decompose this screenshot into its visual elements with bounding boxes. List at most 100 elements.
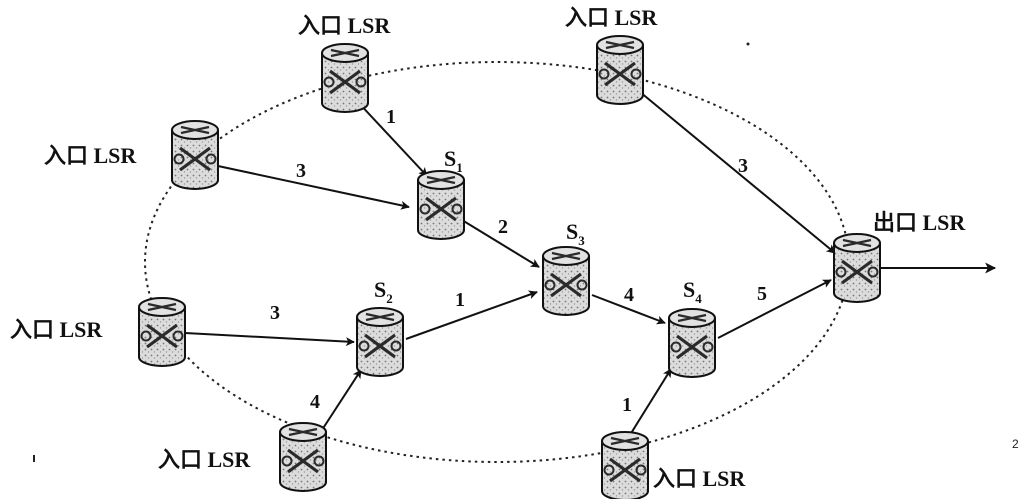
network-boundary bbox=[144, 61, 850, 463]
router-top-arrows-s4 bbox=[677, 313, 707, 323]
router-switch-symbol-s2 bbox=[364, 333, 396, 359]
switch-sub-s2: 2 bbox=[386, 291, 393, 306]
router-port-right-s1 bbox=[451, 203, 463, 215]
node-label-ingress-bottom-right: 入口 LSR bbox=[653, 466, 746, 491]
router-s1 bbox=[417, 170, 465, 240]
router-top-arrows-s2 bbox=[365, 312, 395, 322]
router-port-right-s2 bbox=[390, 340, 402, 352]
router-port-left-i6 bbox=[603, 464, 615, 476]
router-port-left-i2 bbox=[598, 68, 610, 80]
router-top-arrows-s1 bbox=[426, 175, 456, 185]
node-label-ingress-left-upper: 入口 LSR bbox=[44, 143, 137, 168]
router-s2 bbox=[356, 307, 404, 377]
router-port-right-e1 bbox=[867, 266, 879, 278]
router-port-left-s1 bbox=[419, 203, 431, 215]
router-switch-symbol-s3 bbox=[550, 272, 582, 298]
router-top-arrows-i6 bbox=[610, 436, 640, 446]
router-i4 bbox=[138, 297, 186, 367]
router-port-left-s4 bbox=[670, 341, 682, 353]
stray-tick-mark bbox=[33, 455, 35, 462]
edge-i3-s1 bbox=[217, 165, 410, 210]
router-port-left-s2 bbox=[358, 340, 370, 352]
router-port-left-i1 bbox=[323, 76, 335, 88]
stray-dot-mark bbox=[746, 42, 750, 46]
router-port-left-i4 bbox=[140, 330, 152, 342]
router-port-right-s3 bbox=[576, 279, 588, 291]
node-label-egress: 出口 LSR bbox=[873, 210, 966, 235]
node-label-ingress-left-lower: 入口 LSR bbox=[10, 317, 103, 342]
edge-i1-s1 bbox=[355, 99, 428, 177]
edge-s4-e1 bbox=[717, 279, 832, 339]
router-port-right-i3 bbox=[205, 153, 217, 165]
router-switch-symbol-e1 bbox=[841, 259, 873, 285]
node-label-ingress-top-right: 入口 LSR bbox=[565, 5, 658, 30]
router-layer bbox=[138, 35, 881, 499]
switch-letter-s3: S bbox=[566, 219, 578, 244]
router-i3 bbox=[171, 120, 219, 190]
router-port-right-i2 bbox=[630, 68, 642, 80]
edge-s3-s4 bbox=[591, 294, 666, 325]
node-label-ingress-top: 入口 LSR bbox=[298, 13, 391, 38]
edge-weight-s3-s4: 4 bbox=[624, 284, 634, 306]
switch-sub-s3: 3 bbox=[578, 233, 585, 248]
router-switch-symbol-i2 bbox=[604, 61, 636, 87]
router-top-arrows-i3 bbox=[180, 125, 210, 135]
edge-i5-s2 bbox=[319, 369, 362, 434]
router-s4 bbox=[668, 308, 716, 378]
edge-s2-s3 bbox=[405, 290, 538, 340]
switch-label-s4: S4 bbox=[683, 277, 702, 306]
switch-label-s3: S3 bbox=[566, 219, 585, 248]
edge-weight-s4-e1: 5 bbox=[757, 283, 767, 305]
edge-layer bbox=[184, 91, 997, 444]
router-top-arrows-i1 bbox=[330, 48, 360, 58]
router-top-arrows-i4 bbox=[147, 302, 177, 312]
router-switch-symbol-i4 bbox=[146, 323, 178, 349]
edge-weight-s1-s3: 2 bbox=[498, 216, 508, 238]
router-switch-symbol-s4 bbox=[676, 334, 708, 360]
router-switch-symbol-i5 bbox=[287, 448, 319, 474]
edge-i2-e1 bbox=[639, 91, 836, 254]
stray-page-mark: 2 bbox=[1012, 437, 1019, 451]
router-port-right-s4 bbox=[702, 341, 714, 353]
router-i2 bbox=[596, 35, 644, 105]
router-port-left-s3 bbox=[544, 279, 556, 291]
router-port-right-i5 bbox=[313, 455, 325, 467]
router-switch-symbol-i6 bbox=[609, 457, 641, 483]
switch-letter-s1: S bbox=[444, 146, 456, 171]
router-i6 bbox=[601, 431, 649, 499]
router-top-arrows-e1 bbox=[842, 238, 872, 248]
switch-sub-s1: 1 bbox=[456, 160, 463, 175]
switch-label-s2: S2 bbox=[374, 277, 393, 306]
edge-i6-s4 bbox=[624, 368, 672, 444]
edge-weight-layer: 1 3 2 3 4 1 4 1 5 3 bbox=[270, 106, 767, 416]
switch-sub-s4: 4 bbox=[695, 291, 702, 306]
router-i1 bbox=[321, 43, 369, 113]
node-label-layer: 入口 LSR 入口 LSR 入口 LSR 入口 LSR 入口 LSR 入口 LS… bbox=[10, 5, 966, 491]
router-switch-symbol-i1 bbox=[329, 69, 361, 95]
edge-i4-s2 bbox=[184, 332, 355, 347]
switch-letter-s2: S bbox=[374, 277, 386, 302]
router-port-left-i3 bbox=[173, 153, 185, 165]
router-top-arrows-i2 bbox=[605, 40, 635, 50]
edge-weight-i4-s2: 3 bbox=[270, 302, 280, 324]
edge-weight-i5-s2: 4 bbox=[310, 391, 320, 413]
router-s3 bbox=[542, 246, 590, 316]
router-e1 bbox=[833, 233, 881, 303]
router-port-left-i5 bbox=[281, 455, 293, 467]
edge-weight-i1-s1: 1 bbox=[386, 106, 396, 128]
switch-label-s1: S1 bbox=[444, 146, 463, 175]
edge-weight-i2-e1: 3 bbox=[738, 155, 748, 177]
edge-weight-s2-s3: 1 bbox=[455, 289, 465, 311]
switch-letter-s4: S bbox=[683, 277, 695, 302]
router-port-right-i4 bbox=[172, 330, 184, 342]
router-port-right-i6 bbox=[635, 464, 647, 476]
edge-s1-s3 bbox=[461, 219, 540, 268]
node-label-ingress-bottom-left: 入口 LSR bbox=[158, 447, 251, 472]
router-port-left-e1 bbox=[835, 266, 847, 278]
router-top-arrows-i5 bbox=[288, 427, 318, 437]
router-port-right-i1 bbox=[355, 76, 367, 88]
router-top-arrows-s3 bbox=[551, 251, 581, 261]
router-switch-symbol-i3 bbox=[179, 146, 211, 172]
router-i5 bbox=[279, 422, 327, 492]
